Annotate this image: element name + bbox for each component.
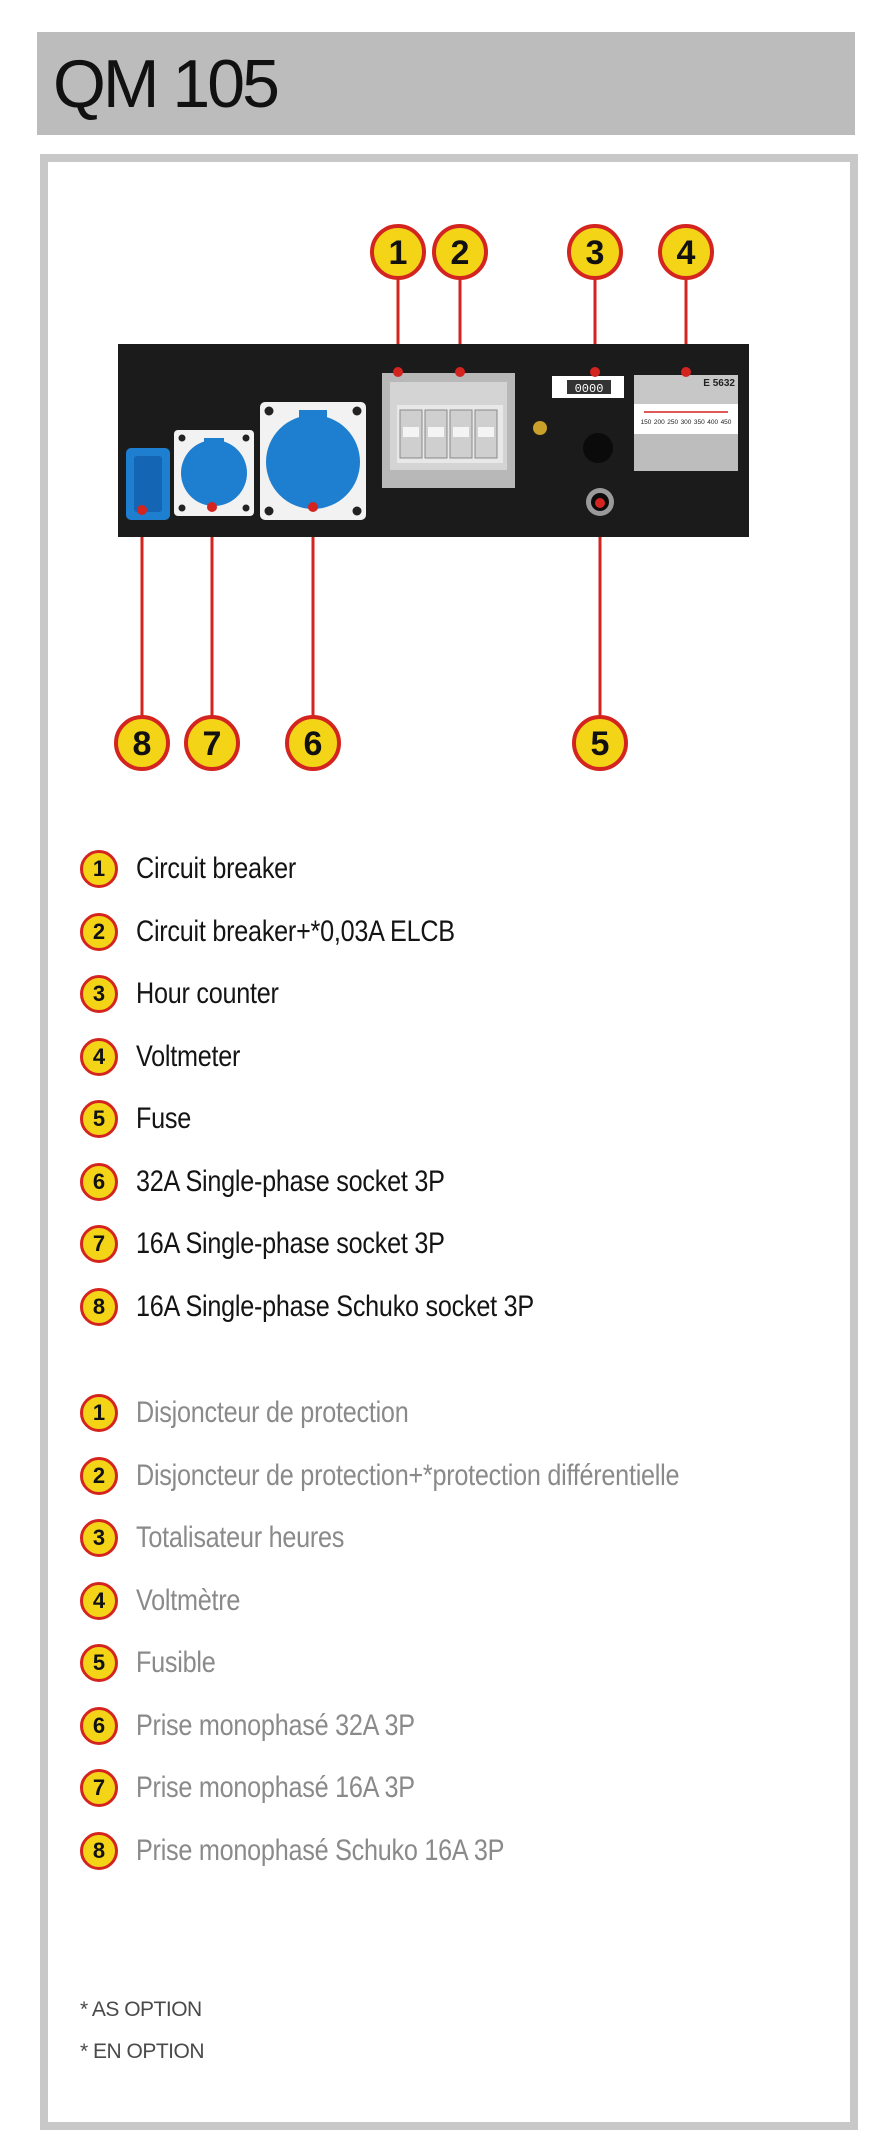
voltmeter-scale-label: 400 xyxy=(707,419,718,426)
number-badge: 6 xyxy=(80,1706,118,1745)
number-badge: 3 xyxy=(80,975,118,1014)
legend-item: 2 Circuit breaker+*0,03A ELCB xyxy=(80,901,840,964)
number-badge: 8 xyxy=(80,1831,118,1870)
legend-item: 6 32A Single-phase socket 3P xyxy=(80,1151,840,1214)
legend-item: 7 16A Single-phase socket 3P xyxy=(80,1213,840,1276)
socket-16a xyxy=(174,430,254,516)
legend-label: 16A Single-phase socket 3P xyxy=(136,1227,445,1261)
legend-label: Prise monophasé 32A 3P xyxy=(136,1708,415,1742)
legend-label: Prise monophasé Schuko 16A 3P xyxy=(136,1833,505,1867)
footnote-french: * EN OPTION xyxy=(80,2040,205,2063)
number-badge: 4 xyxy=(80,1581,118,1620)
number-badge: 7 xyxy=(80,1225,118,1264)
marker-number: 2 xyxy=(451,234,470,272)
legend-item: 6 Prise monophasé 32A 3P xyxy=(80,1695,840,1758)
legend-label: Fuse xyxy=(136,1102,192,1136)
legend-label: Voltmeter xyxy=(136,1039,241,1073)
schuko-socket xyxy=(126,448,170,520)
marker-7: 7 xyxy=(184,715,240,771)
number-badge: 1 xyxy=(80,850,118,889)
legend-label: Prise monophasé 16A 3P xyxy=(136,1771,415,1805)
circuit-breaker-box xyxy=(382,367,515,488)
number-badge: 3 xyxy=(80,1519,118,1558)
marker-number: 1 xyxy=(389,234,408,272)
panel-knob xyxy=(583,433,613,463)
legend-item: 5 Fuse xyxy=(80,1088,840,1151)
legend-item: 4 Voltmeter xyxy=(80,1026,840,1089)
number-badge: 2 xyxy=(80,1456,118,1495)
fuse xyxy=(586,488,614,516)
legend-label: Voltmètre xyxy=(136,1583,241,1617)
number-badge: 4 xyxy=(80,1037,118,1076)
marker-number: 3 xyxy=(586,234,605,272)
legend-item: 3 Totalisateur heures xyxy=(80,1507,840,1570)
hour-counter: 0000 xyxy=(552,367,624,398)
marker-number: 8 xyxy=(133,725,152,763)
legend-label: Disjoncteur de protection+*protection di… xyxy=(136,1458,680,1492)
voltmeter-scale-label: 200 xyxy=(654,419,665,426)
legend-item: 1 Circuit breaker xyxy=(80,838,840,901)
voltmeter-scale-label: 250 xyxy=(667,419,678,426)
voltmeter-brand: E 5632 xyxy=(703,378,735,389)
legend-item: 8 16A Single-phase Schuko socket 3P xyxy=(80,1276,840,1339)
legend-label: Fusible xyxy=(136,1646,216,1680)
legend-label: Totalisateur heures xyxy=(136,1521,345,1555)
marker-number: 4 xyxy=(677,234,696,272)
number-badge: 6 xyxy=(80,1162,118,1201)
legend-label: 16A Single-phase Schuko socket 3P xyxy=(136,1289,534,1323)
number-badge: 5 xyxy=(80,1100,118,1139)
legend-item: 4 Voltmètre xyxy=(80,1570,840,1633)
legend-item: 7 Prise monophasé 16A 3P xyxy=(80,1757,840,1820)
number-badge: 8 xyxy=(80,1287,118,1326)
marker-1: 1 xyxy=(370,224,426,280)
number-badge: 1 xyxy=(80,1394,118,1433)
hour-counter-digits: 0000 xyxy=(575,382,604,396)
legend-french: 1 Disjoncteur de protection 2 Disjoncteur d… xyxy=(80,1382,840,1882)
legend-label: Hour counter xyxy=(136,977,279,1011)
voltmeter-scale-label: 450 xyxy=(721,419,732,426)
legend-label: Disjoncteur de protection xyxy=(136,1396,409,1430)
voltmeter-scale-label: 350 xyxy=(694,419,705,426)
marker-6: 6 xyxy=(285,715,341,771)
marker-number: 7 xyxy=(203,725,222,763)
page-title: QM 105 xyxy=(53,46,280,122)
marker-4: 4 xyxy=(658,224,714,280)
legend-label: 32A Single-phase socket 3P xyxy=(136,1164,445,1198)
marker-2: 2 xyxy=(432,224,488,280)
legend-item: 1 Disjoncteur de protection xyxy=(80,1382,840,1445)
title-bar: QM 105 xyxy=(37,32,855,135)
legend-label: Circuit breaker+*0,03A ELCB xyxy=(136,914,455,948)
voltmeter-scale-label: 300 xyxy=(681,419,692,426)
marker-number: 6 xyxy=(304,725,323,763)
number-badge: 7 xyxy=(80,1769,118,1808)
number-badge: 2 xyxy=(80,912,118,951)
voltmeter-scale-label: 150 xyxy=(641,419,652,426)
marker-3: 3 xyxy=(567,224,623,280)
legend-item: 8 Prise monophasé Schuko 16A 3P xyxy=(80,1820,840,1883)
marker-8: 8 xyxy=(114,715,170,771)
grounding-screw xyxy=(533,421,547,435)
socket-32a xyxy=(260,402,366,520)
legend-item: 5 Fusible xyxy=(80,1632,840,1695)
number-badge: 5 xyxy=(80,1644,118,1683)
legend-label: Circuit breaker xyxy=(136,852,297,886)
marker-5: 5 xyxy=(572,715,628,771)
footnote-english: * AS OPTION xyxy=(80,1998,202,2021)
marker-number: 5 xyxy=(591,725,610,763)
legend-english: 1 Circuit breaker 2 Circuit breaker+*0,03A … xyxy=(80,838,840,1338)
legend-item: 2 Disjoncteur de protection+*protection d… xyxy=(80,1445,840,1508)
legend-item: 3 Hour counter xyxy=(80,963,840,1026)
